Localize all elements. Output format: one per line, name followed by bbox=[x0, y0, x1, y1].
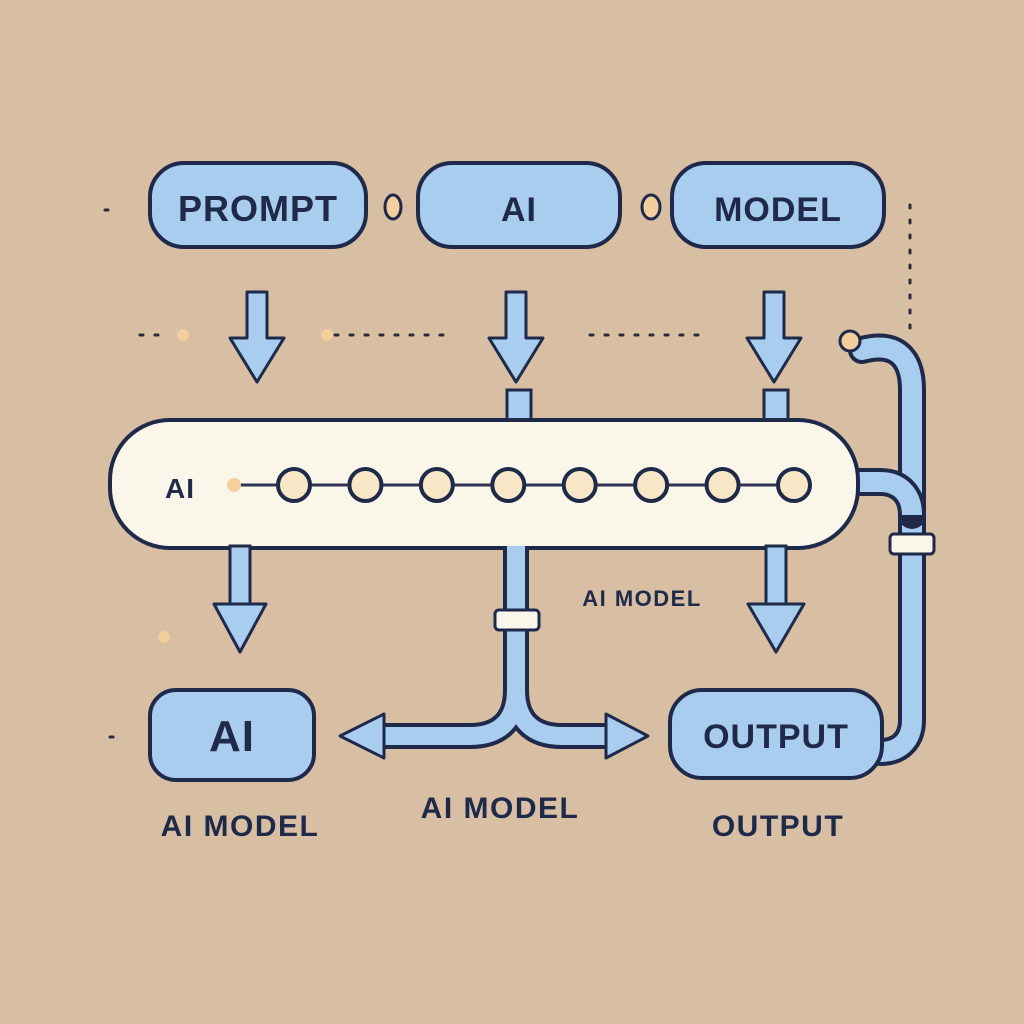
pipeline-step-7 bbox=[704, 467, 741, 503]
node-ai-bottom: AI bbox=[148, 688, 316, 782]
node-ai-top: AI bbox=[416, 161, 622, 249]
pipe-clamp bbox=[888, 532, 936, 556]
down-arrows-bottom bbox=[212, 602, 806, 654]
node-model-label: MODEL bbox=[714, 191, 842, 229]
loop-start-dot bbox=[838, 329, 862, 353]
link-rings bbox=[383, 193, 662, 221]
split-arrowheads bbox=[338, 712, 650, 760]
pipeline-start-dot bbox=[227, 478, 241, 492]
node-output-label: OUTPUT bbox=[703, 718, 849, 756]
pipeline-step-1 bbox=[276, 467, 312, 503]
pipeline-label: AI bbox=[165, 473, 195, 504]
pipeline-step-4 bbox=[490, 467, 527, 503]
node-ai-top-label: AI bbox=[501, 191, 537, 229]
split-connector bbox=[380, 546, 610, 749]
node-prompt: PROMPT bbox=[148, 161, 368, 249]
node-ai-bottom-label: AI bbox=[209, 712, 255, 761]
pipeline-step-6 bbox=[633, 467, 670, 503]
pipeline-step-3 bbox=[418, 467, 455, 503]
split-clamp bbox=[493, 608, 541, 632]
pipeline-step-5 bbox=[561, 467, 598, 503]
caption-under-ai: AI MODEL bbox=[161, 810, 320, 843]
pipeline-step-8 bbox=[776, 467, 812, 503]
caption-under-output: OUTPUT bbox=[712, 810, 844, 843]
pipeline-step-2 bbox=[347, 467, 384, 503]
pipeline-bar: AI bbox=[108, 418, 860, 550]
pipeline-steps bbox=[276, 467, 812, 503]
caption-mid-right: AI MODEL bbox=[582, 586, 702, 611]
caption-under-split: AI MODEL bbox=[421, 792, 580, 825]
accent-dots bbox=[158, 329, 333, 643]
node-output: OUTPUT bbox=[668, 688, 884, 780]
node-model: MODEL bbox=[670, 161, 886, 249]
down-arrows-top bbox=[228, 290, 803, 384]
node-prompt-label: PROMPT bbox=[178, 188, 338, 229]
dotted-guides bbox=[103, 203, 912, 739]
